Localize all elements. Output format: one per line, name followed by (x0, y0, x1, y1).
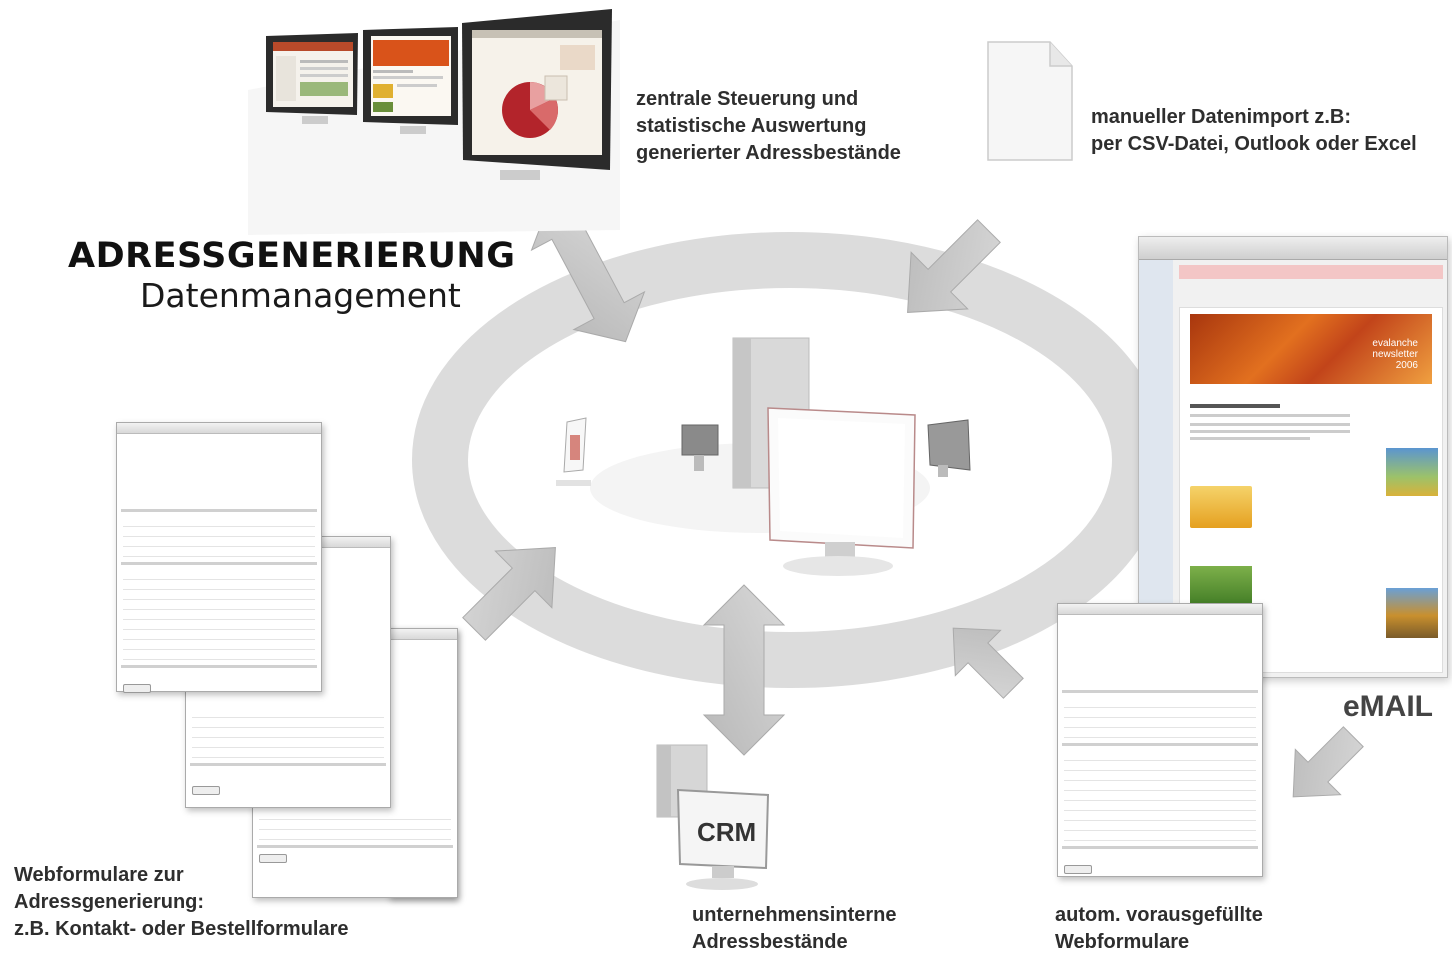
banner-line: 2006 (1395, 360, 1418, 371)
diagram-title: ADRESSGENERIERUNG (68, 236, 516, 276)
monitor-icon (767, 407, 916, 576)
email-label: eMAIL (1343, 690, 1433, 723)
banner-line: evalanche (1372, 338, 1418, 349)
label-line: Adressgenerierung: (14, 891, 205, 913)
landscape-image (1386, 448, 1438, 496)
monitor-icon (363, 27, 458, 134)
monitor-icon (681, 424, 719, 471)
webform-window (116, 422, 322, 693)
label-line: z.B. Kontakt- oder Bestellformulare (14, 918, 349, 940)
label-line: manueller Datenimport z.B: (1091, 106, 1352, 128)
webforms-label: Webformulare zur Adressgenerierung: z.B.… (14, 862, 349, 943)
central-control-label: zentrale Steuerung und statistische Ausw… (636, 86, 901, 167)
label-line: unternehmensinterne (692, 904, 897, 926)
prefilled-webform-window (1057, 603, 1263, 877)
arrow-icon (952, 627, 1024, 699)
monitor-icon (927, 419, 971, 477)
window-toolbar (1139, 237, 1447, 260)
sunflower-image (1190, 486, 1252, 528)
data-import-label: manueller Datenimport z.B: per CSV-Datei… (1091, 104, 1417, 158)
autumn-image (1386, 588, 1438, 638)
label-line: Adressbestände (692, 931, 848, 953)
label-line: per CSV-Datei, Outlook oder Excel (1091, 133, 1417, 155)
internal-addresses-label: unternehmensinterne Adressbestände (692, 902, 896, 956)
arrow-icon (1292, 726, 1364, 798)
crm-workstation: CRM (656, 744, 770, 890)
document-icon (987, 41, 1073, 161)
prefilled-forms-label: autom. vorausgefüllte Webformulare (1055, 902, 1263, 956)
double-arrow-icon (702, 584, 786, 756)
label-line: generierter Adressbestände (636, 142, 901, 164)
label-line: Webformulare zur (14, 864, 184, 886)
monitor-icon (556, 417, 591, 486)
monitor-icon (462, 9, 612, 180)
central-hub (556, 337, 971, 576)
golf-image (1190, 566, 1252, 608)
diagram-subtitle: Datenmanagement (140, 276, 461, 315)
arrow-icon (907, 219, 1001, 313)
monitor-group (248, 9, 620, 235)
label-line: zentrale Steuerung und (636, 88, 859, 110)
crm-label: CRM (697, 817, 756, 847)
label-line: Webformulare (1055, 931, 1190, 953)
monitor-icon (266, 33, 358, 124)
selected-mail-row (1179, 265, 1443, 279)
banner-line: newsletter (1372, 349, 1418, 360)
newsletter-banner: evalanche newsletter 2006 (1190, 314, 1432, 384)
label-line: statistische Auswertung (636, 115, 867, 137)
label-line: autom. vorausgefüllte (1055, 904, 1263, 926)
arrow-icon (462, 547, 556, 641)
newsletter-window: evalanche newsletter 2006 (1138, 236, 1448, 678)
